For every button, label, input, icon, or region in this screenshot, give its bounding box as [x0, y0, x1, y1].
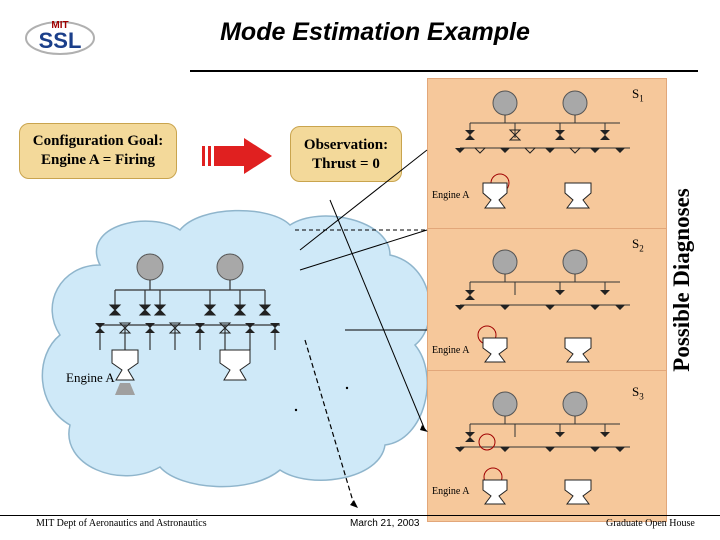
schematic-s2 — [455, 249, 630, 363]
goal-line-1: Configuration Goal: — [32, 133, 164, 149]
possible-diagnoses-label: Possible Diagnoses — [669, 188, 694, 372]
belief-cloud — [41, 209, 431, 488]
diagnosis-panel-1 — [427, 78, 667, 230]
logo-text-main: SSL — [39, 28, 82, 53]
slide-title: Mode Estimation Example — [220, 18, 530, 46]
logo-text-top: MIT — [51, 20, 68, 31]
state-label-s3: S3 — [632, 384, 644, 402]
state-label-s2: S2 — [632, 236, 644, 254]
schematic-s1 — [455, 90, 630, 209]
engine-label-s2: Engine A — [432, 345, 470, 356]
diagnosis-panel-3 — [427, 370, 667, 522]
footer-date: March 21, 2003 — [350, 518, 420, 529]
engine-label-s1: Engine A — [432, 190, 470, 201]
configuration-goal-box: Configuration Goal: Engine A = Firing — [19, 123, 177, 179]
footer-rule — [0, 515, 720, 516]
goal-line-2: Engine A = Firing — [41, 152, 155, 168]
title-rule — [190, 70, 698, 72]
schematic-s3 — [455, 391, 630, 505]
ssl-logo: MIT SSL — [25, 20, 95, 55]
engine-label-s3: Engine A — [432, 486, 470, 497]
observation-line-2: Thrust = 0 — [312, 156, 380, 172]
observation-box: Observation: Thrust = 0 — [290, 126, 402, 182]
state-label-s1: S1 — [632, 86, 644, 104]
footer-department: MIT Dept of Aeronautics and Astronautics — [36, 518, 207, 529]
observation-line-1: Observation: — [303, 137, 389, 153]
right-arrow-icon — [202, 138, 272, 174]
cloud-engine-label: Engine A — [66, 370, 115, 385]
footer-event: Graduate Open House — [606, 518, 695, 529]
